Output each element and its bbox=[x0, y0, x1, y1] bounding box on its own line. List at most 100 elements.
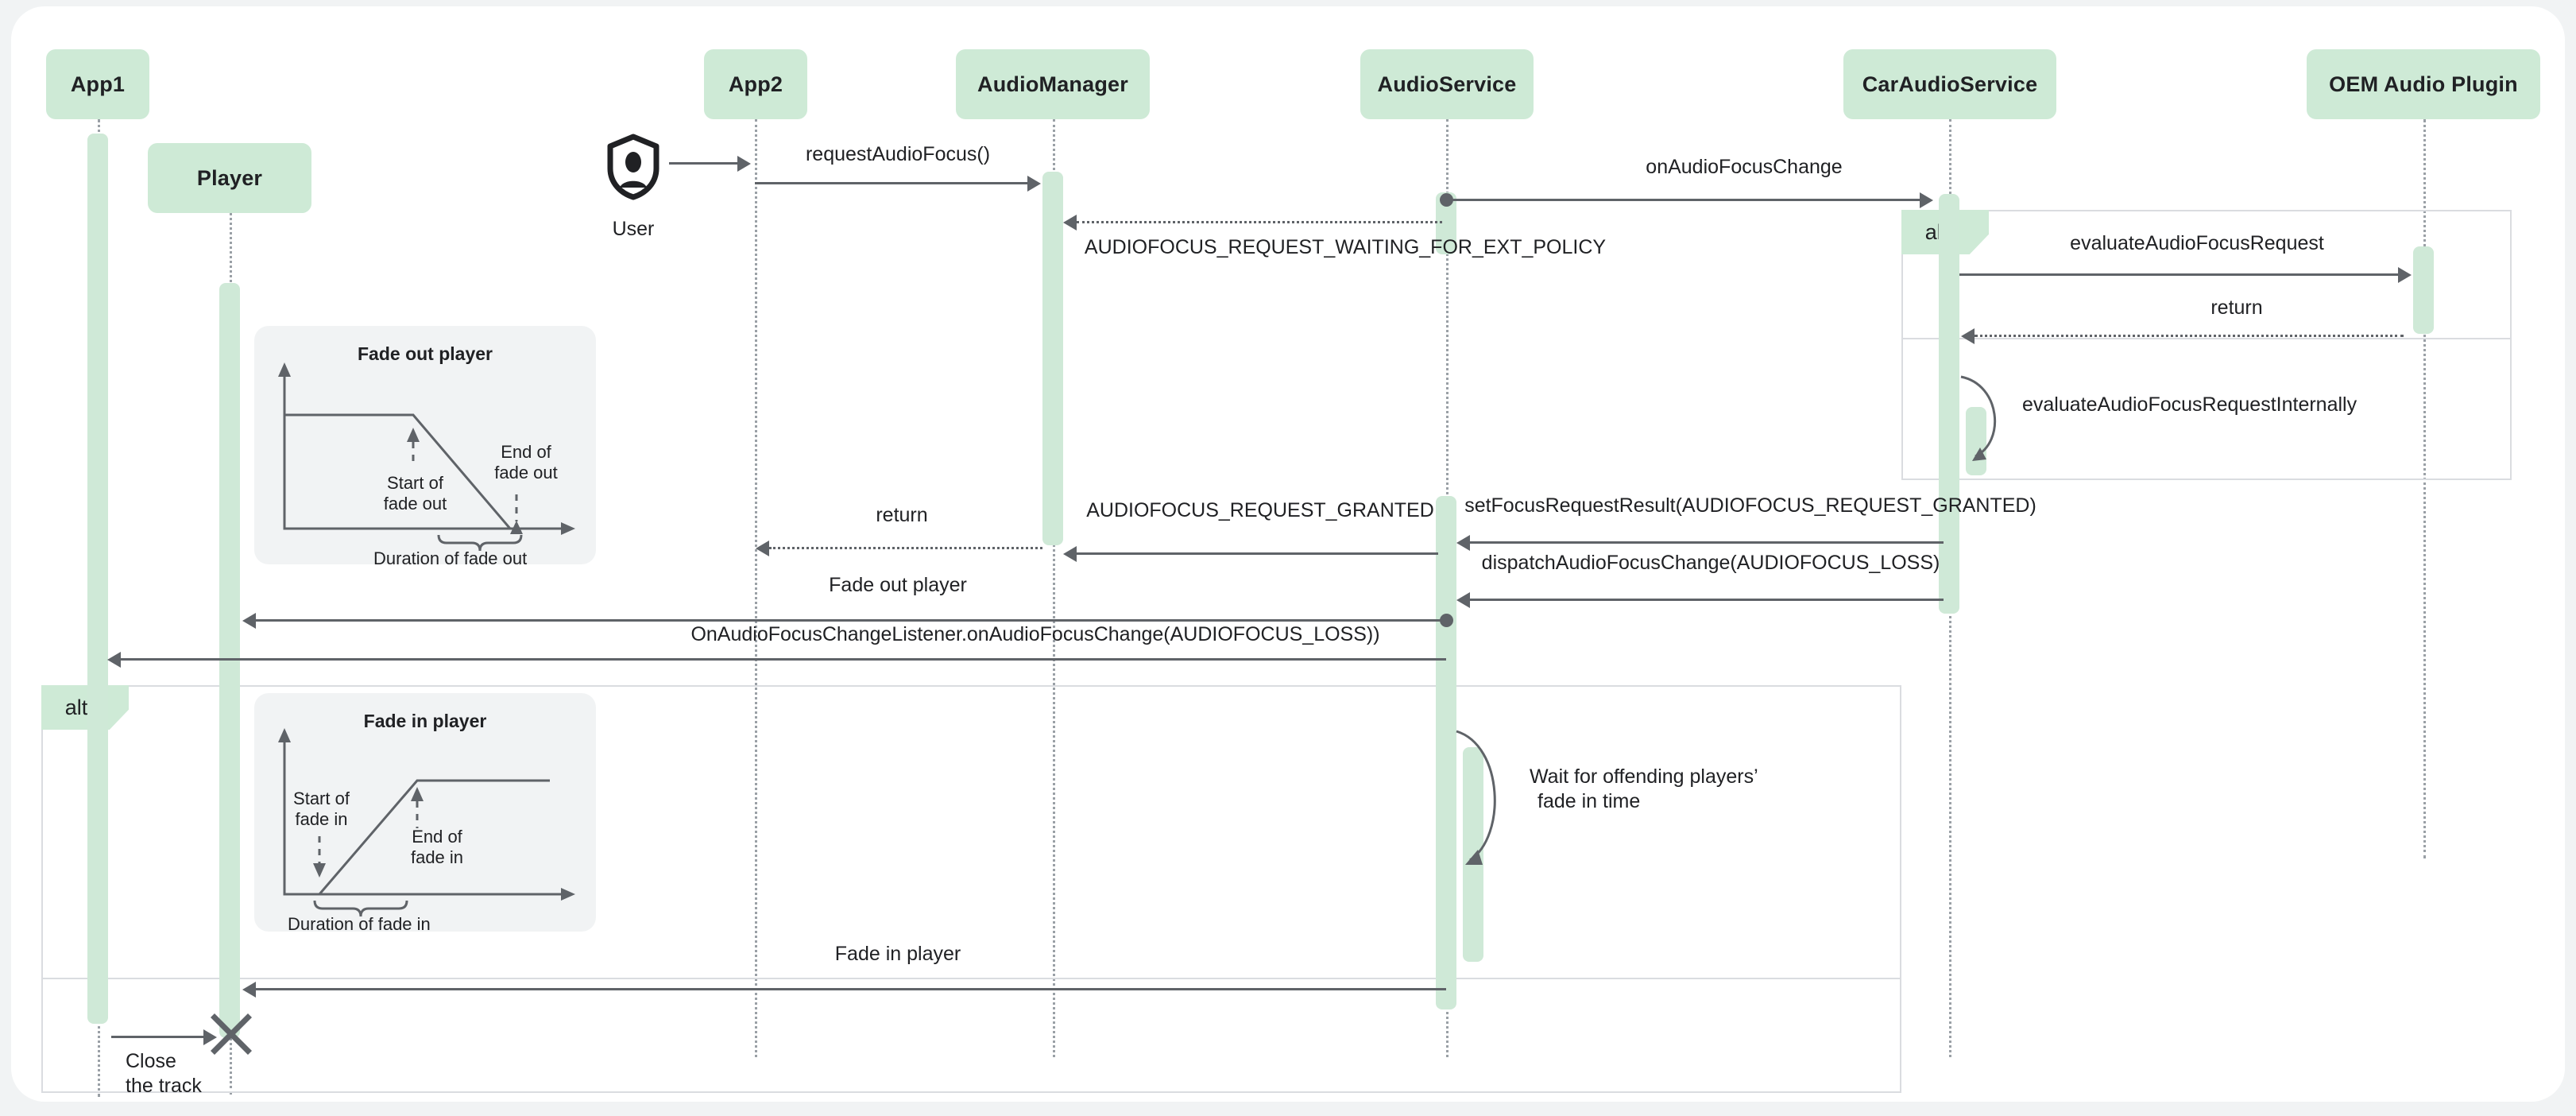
msg9-text: return bbox=[876, 504, 928, 526]
participant-oem-audio-plugin[interactable]: OEM Audio Plugin bbox=[2307, 49, 2540, 119]
alt-fragment-right-divider bbox=[1901, 338, 2512, 339]
msg6-text: evaluateAudioFocusRequestInternally bbox=[2022, 393, 2357, 416]
msg4-text: evaluateAudioFocusRequest bbox=[2070, 232, 2324, 254]
message-label-evaluateAudioFocusRequest: evaluateAudioFocusRequest bbox=[2070, 232, 2324, 255]
message-label-setFocusRequestResult: setFocusRequestResult(AUDIOFOCUS_REQUEST… bbox=[1464, 494, 2036, 517]
message-label-evaluate-internally: evaluateAudioFocusRequestInternally bbox=[2022, 393, 2357, 417]
participant-app1[interactable]: App1 bbox=[46, 49, 149, 119]
note-wait-fade-in: Wait for offending players’ fade in time bbox=[1530, 765, 1758, 815]
msg2-text: onAudioFocusChange bbox=[1646, 156, 1843, 178]
participant-oem-label: OEM Audio Plugin bbox=[2329, 72, 2518, 96]
msg12-text: OnAudioFocusChangeListener.onAudioFocusC… bbox=[690, 623, 1380, 645]
fade-in-chart: Fade in player Start of fade in End of f… bbox=[254, 693, 596, 934]
fade-in-annotation-end: End of fade in bbox=[381, 827, 493, 869]
message-line-dispatchAudioFocusChange bbox=[1470, 599, 1944, 601]
participant-app2[interactable]: App2 bbox=[704, 49, 807, 119]
participant-audiomanager[interactable]: AudioManager bbox=[956, 49, 1150, 119]
message-line-return-am bbox=[769, 547, 1042, 549]
fo-start-1: Start of bbox=[387, 473, 443, 493]
message-label-dispatchAudioFocusChange: dispatchAudioFocusChange(AUDIOFOCUS_LOSS… bbox=[1482, 552, 1940, 575]
message-line-evaluateAudioFocusRequest bbox=[1959, 273, 2400, 276]
message-label-onAudioFocusChange: onAudioFocusChange bbox=[1646, 156, 1842, 179]
activation-caraudioservice bbox=[1939, 194, 1959, 614]
message-origin-dot-fade-out bbox=[1440, 614, 1453, 627]
participant-audioservice[interactable]: AudioService bbox=[1360, 49, 1534, 119]
msg8-text: AUDIOFOCUS_REQUEST_GRANTED bbox=[1086, 499, 1434, 521]
msg11-text: Fade out player bbox=[829, 574, 967, 596]
message-arrow-onAudioFocusChangeListener bbox=[107, 652, 121, 668]
note-close-the-track: Close the track bbox=[126, 1049, 202, 1099]
actor-label-text: User bbox=[612, 218, 655, 240]
fade-in-annotation-start: Start of fade in bbox=[256, 789, 387, 831]
message-label-return-oem: return bbox=[2210, 296, 2262, 320]
fi-start-2: fade in bbox=[295, 809, 348, 830]
activation-audiomanager bbox=[1042, 172, 1063, 545]
lifeline-oem-audio-plugin bbox=[2423, 119, 2426, 858]
participant-app1-label: App1 bbox=[70, 72, 126, 96]
fo-end-1: End of bbox=[501, 442, 551, 462]
destroy-x-icon bbox=[208, 1011, 254, 1057]
fade-out-annotation-duration: Duration of fade out bbox=[373, 548, 604, 569]
message-arrow-onAudioFocusChange bbox=[1920, 192, 1933, 208]
participant-player[interactable]: Player bbox=[148, 143, 311, 213]
msg7-text: setFocusRequestResult(AUDIOFOCUS_REQUEST… bbox=[1464, 494, 2036, 517]
fi-dur: Duration of fade in bbox=[288, 914, 431, 934]
activation-audioservice-self bbox=[1463, 747, 1483, 962]
note-wait-line2: fade in time bbox=[1537, 790, 1641, 813]
note-wait-line1: Wait for offending players’ bbox=[1530, 765, 1758, 788]
participant-caraudioservice-label: CarAudioService bbox=[1862, 72, 2038, 96]
message-arrow-return-oem bbox=[1961, 328, 1975, 344]
message-label-return-am: return bbox=[876, 504, 927, 527]
note-close-line2: the track bbox=[126, 1075, 202, 1098]
message-line-fade-out-player bbox=[256, 619, 1446, 622]
activation-audioservice-2 bbox=[1436, 496, 1456, 1009]
message-label-granted: AUDIOFOCUS_REQUEST_GRANTED bbox=[1086, 499, 1434, 522]
message-arrow-evaluateAudioFocusRequest bbox=[2398, 267, 2412, 283]
participant-player-label: Player bbox=[196, 165, 263, 190]
message-line-onAudioFocusChange bbox=[1446, 199, 1921, 201]
self-message-arc-wait-fade-in bbox=[1454, 728, 1518, 873]
message-arrow-waiting-for-ext-policy bbox=[1063, 215, 1077, 231]
fade-in-chart-title: Fade in player bbox=[254, 711, 596, 732]
fo-dur: Duration of fade out bbox=[373, 548, 528, 568]
actor-label-user: User bbox=[613, 218, 655, 241]
activation-player bbox=[219, 283, 240, 1038]
message-label-waiting-for-ext-policy: AUDIOFOCUS_REQUEST_WAITING_FOR_EXT_POLIC… bbox=[1085, 236, 1606, 259]
message-line-setFocusRequestResult bbox=[1470, 541, 1944, 544]
message-line-requestAudioFocus bbox=[755, 182, 1029, 184]
message-line-fade-in-player bbox=[256, 988, 1446, 990]
fade-out-annotation-end: End of fade out bbox=[470, 442, 582, 484]
message-arrow-requestAudioFocus bbox=[1027, 176, 1041, 192]
participant-caraudioservice[interactable]: CarAudioService bbox=[1843, 49, 2056, 119]
msg14-text: Fade in player bbox=[834, 943, 961, 965]
fade-in-chart-svg bbox=[278, 728, 575, 917]
participant-app2-label: App2 bbox=[728, 72, 783, 96]
note-close-line1: Close bbox=[126, 1050, 176, 1072]
msg1-text: requestAudioFocus() bbox=[805, 143, 991, 165]
activation-app1 bbox=[87, 134, 108, 1024]
lifeline-app2 bbox=[755, 119, 757, 1057]
msg5-text: return bbox=[2210, 296, 2263, 319]
message-arrow-fade-in-player bbox=[242, 982, 256, 998]
fade-out-chart-title: Fade out player bbox=[254, 343, 596, 365]
participant-audiomanager-label: AudioManager bbox=[977, 72, 1128, 96]
message-arrow-close-the-track bbox=[203, 1029, 217, 1045]
alt-fragment-left-label: alt bbox=[41, 685, 129, 730]
message-label-onAudioFocusChangeListener: OnAudioFocusChangeListener.onAudioFocusC… bbox=[690, 623, 1379, 646]
message-line-close-the-track bbox=[111, 1036, 207, 1038]
fade-out-chart-svg bbox=[278, 362, 575, 552]
message-label-fade-out-player: Fade out player bbox=[829, 574, 967, 597]
message-label-fade-in-player: Fade in player bbox=[835, 943, 961, 966]
fo-start-2: fade out bbox=[383, 494, 447, 514]
message-arrow-return-am bbox=[756, 541, 769, 556]
message-arrow-fade-out-player bbox=[242, 613, 256, 629]
fi-start-1: Start of bbox=[293, 789, 350, 808]
user-shield-icon bbox=[605, 134, 661, 200]
alt-fragment-left-divider bbox=[41, 978, 1901, 979]
message-line-waiting-for-ext-policy bbox=[1077, 221, 1442, 223]
fo-end-2: fade out bbox=[494, 463, 558, 483]
fade-out-title-text: Fade out player bbox=[358, 343, 493, 364]
msg10-text: dispatchAudioFocusChange(AUDIOFOCUS_LOSS… bbox=[1481, 552, 1940, 574]
self-message-arc-evaluate-internally bbox=[1959, 374, 2015, 467]
